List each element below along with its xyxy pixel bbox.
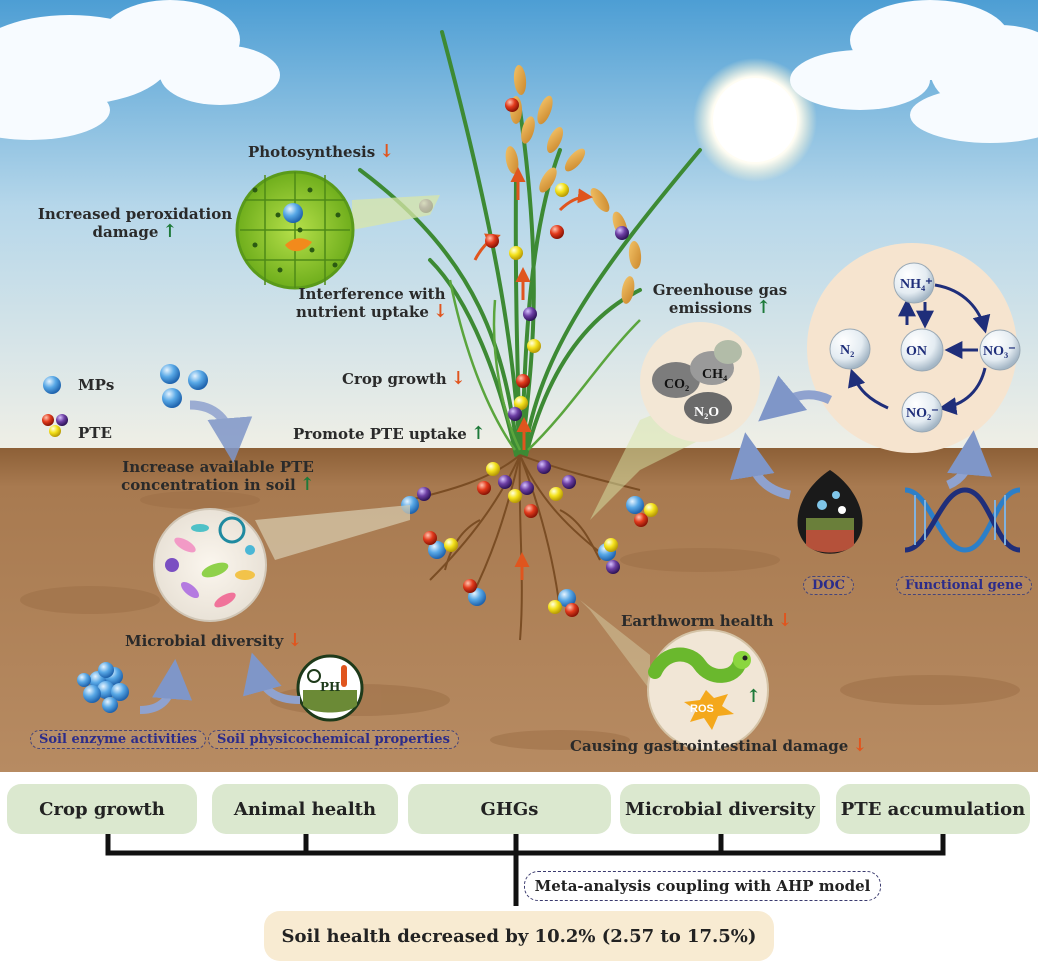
peroxidation-label: Increased peroxidation damage↑ xyxy=(37,205,233,242)
earthworm-zoom-icon xyxy=(647,629,769,751)
gastro-label: Causing gastrointestinal damage↓ xyxy=(570,735,868,756)
legend-mps: MPs xyxy=(78,376,115,394)
cloud-right xyxy=(790,0,1038,143)
indicator-pte-accumulation: PTE accumulation xyxy=(836,784,1030,834)
roots xyxy=(409,454,641,641)
dna-icon xyxy=(904,487,1021,553)
indicator-crop-growth: Crop growth xyxy=(7,784,197,834)
indicator-ghgs: GHGs xyxy=(408,784,611,834)
particles xyxy=(401,98,658,617)
soil-physicochemical-tag: Soil physicochemical properties xyxy=(208,730,459,749)
rice-grains xyxy=(505,65,642,304)
enzyme-icon xyxy=(77,662,129,713)
rice-leaves xyxy=(448,279,641,451)
indicator-animal-health: Animal health xyxy=(212,784,398,834)
on-label: ON xyxy=(906,344,927,359)
nutrient-uptake-label: Interference with nutrient uptake↓ xyxy=(295,285,448,322)
nitrogen-cycle xyxy=(807,243,1021,453)
earthworm-label: Earthworm health↓ xyxy=(621,610,793,631)
nh4-label: NH₄⁺ xyxy=(900,277,933,292)
cloud-left xyxy=(0,0,280,140)
soil-health-result: Soil health decreased by 10.2% (2.57 to … xyxy=(264,911,774,961)
no3-label: NO₃⁻ xyxy=(983,344,1016,359)
photosynthesis-label: Photosynthesis↓ xyxy=(248,141,395,162)
microbial-diversity-label: Microbial diversity↓ xyxy=(125,630,303,651)
crop-growth-label: Crop growth↓ xyxy=(342,368,466,389)
ros-label: ROS xyxy=(690,703,714,715)
legend-pte: PTE xyxy=(78,424,112,442)
no2-label: NO₂⁻ xyxy=(906,406,939,421)
leaf-cell-zoom-icon xyxy=(235,170,355,290)
ros-up-arrow: ↑ xyxy=(746,686,762,707)
n2o-label: N₂O xyxy=(694,405,719,420)
functional-gene-tag: Functional gene xyxy=(896,576,1032,595)
soil-enzyme-tag: Soil enzyme activities xyxy=(30,730,206,749)
greenhouse-label: Greenhouse gas emissions↑ xyxy=(652,281,788,318)
gas-circle xyxy=(640,322,760,442)
doc-tag: DOC xyxy=(803,576,854,595)
doc-icon xyxy=(797,470,863,554)
meta-analysis-label: Meta-analysis coupling with AHP model xyxy=(524,871,881,901)
co2-label: CO₂ xyxy=(664,377,689,392)
promote-pte-label: Promote PTE uptake↑ xyxy=(293,423,486,444)
ph-icon xyxy=(296,654,364,722)
indicator-microbial-diversity: Microbial diversity xyxy=(620,784,820,834)
ph-label: PH xyxy=(320,680,341,694)
ch4-label: CH₄ xyxy=(702,367,728,382)
legend-icons xyxy=(42,364,208,437)
available-pte-label: Increase available PTE concentration in … xyxy=(121,458,315,495)
microbes-zoom-icon xyxy=(153,508,267,622)
n2-label: N₂ xyxy=(840,343,854,358)
connector-lines xyxy=(105,834,946,906)
